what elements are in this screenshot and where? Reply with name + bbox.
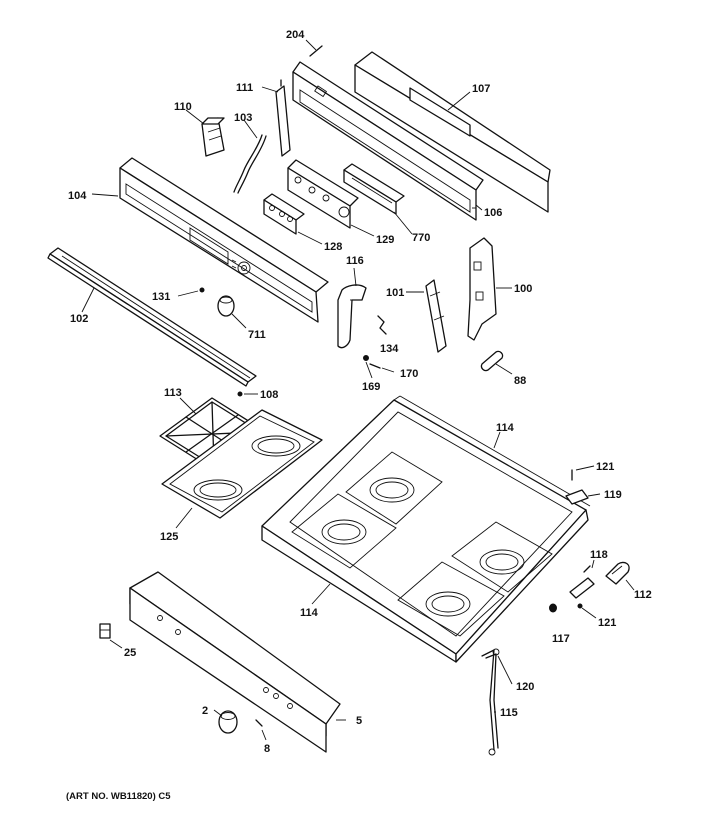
callout-117: 117 xyxy=(552,633,570,645)
part-129-control-board xyxy=(287,159,375,237)
part-125-burner-pan xyxy=(161,409,323,529)
callout-118: 118 xyxy=(590,549,608,561)
part-110-timer xyxy=(185,109,225,157)
callout-112: 112 xyxy=(634,589,652,601)
callout-104: 104 xyxy=(68,190,87,202)
part-111-bracket xyxy=(261,79,291,157)
part-128-touchpad xyxy=(263,193,323,245)
part-131-screw xyxy=(177,287,205,297)
part-770-relay-board xyxy=(343,163,413,235)
part-121-screw-lower xyxy=(577,603,597,619)
part-106-backsplash-frame xyxy=(292,61,484,221)
callout-711: 711 xyxy=(248,329,266,341)
callout-169: 169 xyxy=(362,381,380,393)
callout-103: 103 xyxy=(234,112,252,124)
callout-170: 170 xyxy=(400,368,418,380)
callout-107: 107 xyxy=(472,83,490,95)
part-5-lower-panel xyxy=(129,571,346,753)
callout-120: 120 xyxy=(516,681,534,693)
part-134-clip xyxy=(377,315,387,335)
callout-114-top: 114 xyxy=(496,422,515,434)
callout-106: 106 xyxy=(484,207,502,219)
part-115-rod xyxy=(481,649,499,756)
callout-125: 125 xyxy=(160,531,178,543)
part-102-trim-strip xyxy=(47,247,257,387)
callout-116: 116 xyxy=(346,255,364,267)
part-100-side-bracket xyxy=(467,237,512,341)
callout-111: 111 xyxy=(236,82,253,94)
callout-110: 110 xyxy=(174,101,192,113)
part-8-screw xyxy=(255,719,267,741)
part-711-knob xyxy=(217,295,247,329)
callout-131: 131 xyxy=(152,291,170,303)
callout-128: 128 xyxy=(324,241,342,253)
part-118-hinge xyxy=(569,559,595,599)
callout-108: 108 xyxy=(260,389,278,401)
callout-121-lower: 121 xyxy=(598,617,616,629)
part-25-clip xyxy=(99,623,123,649)
callout-labels: 204 107 111 110 103 104 106 128 129 770 … xyxy=(68,29,652,755)
callout-2: 2 xyxy=(202,705,208,717)
part-114-cooktop xyxy=(261,395,591,663)
part-104-control-panel xyxy=(91,157,329,323)
part-101-bracket xyxy=(406,279,447,353)
callout-204: 204 xyxy=(286,29,305,41)
part-103-wire-harness xyxy=(233,119,267,194)
art-number-note: (ART NO. WB11820) C5 xyxy=(66,791,171,802)
callout-102: 102 xyxy=(70,313,88,325)
part-170-screw xyxy=(369,363,395,373)
part-116-end-cap xyxy=(337,267,367,349)
callout-134: 134 xyxy=(380,343,399,355)
callout-113: 113 xyxy=(164,387,182,399)
callout-5: 5 xyxy=(356,715,362,727)
callout-115: 115 xyxy=(500,707,518,719)
part-112-latch xyxy=(605,561,635,591)
callout-770: 770 xyxy=(412,232,430,244)
part-108-screw xyxy=(237,391,258,397)
callout-129: 129 xyxy=(376,234,394,246)
part-121-screw-upper xyxy=(571,465,595,481)
part-117-screw xyxy=(549,603,557,613)
callout-101: 101 xyxy=(386,287,404,299)
callout-114-bottom: 114 xyxy=(300,607,319,619)
callout-121-upper: 121 xyxy=(596,461,614,473)
part-169-screw xyxy=(363,355,373,379)
callout-25: 25 xyxy=(124,647,136,659)
part-2-knob xyxy=(213,709,238,734)
part-88-rod xyxy=(480,350,513,375)
callout-8: 8 xyxy=(264,743,270,755)
part-204-screw xyxy=(305,39,323,57)
callout-88: 88 xyxy=(514,375,526,387)
callout-119: 119 xyxy=(604,489,622,501)
part-119-clip xyxy=(565,489,601,505)
part-107-backsplash-cover xyxy=(354,51,551,213)
callout-100: 100 xyxy=(514,283,532,295)
